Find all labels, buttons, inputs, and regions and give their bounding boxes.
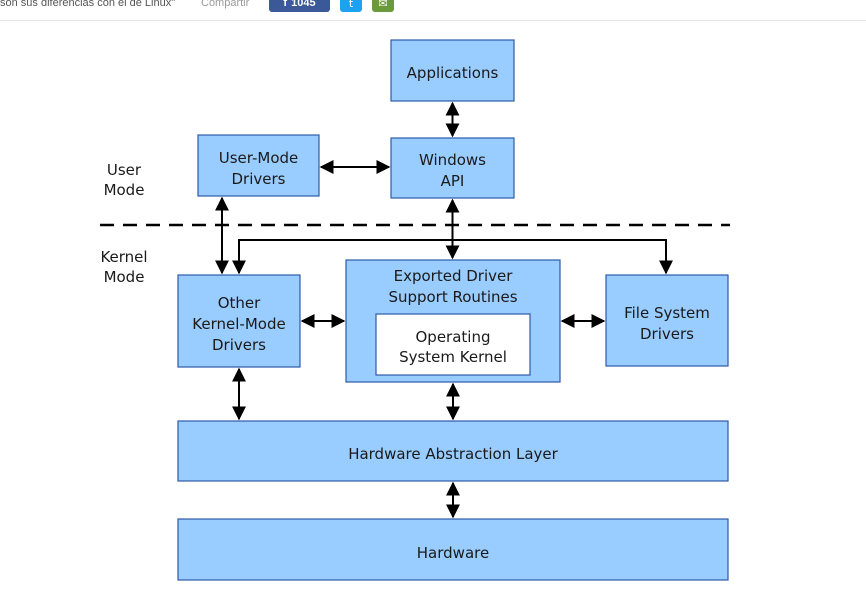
twitter-icon: t xyxy=(348,0,354,10)
applications-label: Applications xyxy=(407,64,499,82)
os-kernel-label-line1: Operating xyxy=(416,328,491,346)
applications-box: Applications xyxy=(390,39,515,102)
hardware-box: Hardware xyxy=(177,518,729,581)
exported-driver-label-line1: Exported Driver xyxy=(394,267,514,285)
windows-api-box: Windows API xyxy=(390,137,515,199)
file-system-label-line2: Drivers xyxy=(640,325,694,343)
file-system-label-line1: File System xyxy=(624,304,710,322)
windows-api-label-line1: Windows xyxy=(419,151,486,169)
hardware-label: Hardware xyxy=(417,544,489,562)
user-mode-drivers-label-line1: User-Mode xyxy=(219,149,299,167)
user-mode-drivers-label-line2: Drivers xyxy=(232,170,286,188)
other-kernel-label-line3: Drivers xyxy=(212,336,266,354)
exported-driver-support-box: Exported Driver Support Routines Operati… xyxy=(345,259,561,383)
user-mode-label-line2: Mode xyxy=(104,181,145,199)
facebook-icon: f xyxy=(283,0,288,9)
share-link[interactable]: Compartir xyxy=(201,0,250,9)
kernel-mode-label-line2: Mode xyxy=(104,268,145,286)
file-system-drivers-box: File System Drivers xyxy=(605,274,729,367)
email-share-button[interactable]: ✉ xyxy=(372,0,394,12)
other-kernel-label-line2: Kernel-Mode xyxy=(192,315,285,333)
hal-box: Hardware Abstraction Layer xyxy=(177,420,729,482)
windows-api-label-line2: API xyxy=(441,172,465,190)
article-title-snippet[interactable]: son sus diferencias con el de Linux" xyxy=(0,0,176,9)
mail-icon: ✉ xyxy=(378,0,388,10)
facebook-share-button[interactable]: f 1045 xyxy=(269,0,330,12)
exported-driver-label-line2: Support Routines xyxy=(388,288,517,306)
other-kernel-label-line1: Other xyxy=(218,294,261,312)
user-mode-label-line1: User xyxy=(107,161,142,179)
facebook-share-count: 1045 xyxy=(291,0,316,9)
user-mode-drivers-box: User-Mode Drivers xyxy=(197,134,320,197)
os-kernel-label-line2: System Kernel xyxy=(399,348,507,366)
twitter-share-button[interactable]: t xyxy=(340,0,362,12)
other-kernel-mode-drivers-box: Other Kernel-Mode Drivers xyxy=(177,274,301,368)
arrow-bus-other-kernel-file-system xyxy=(232,239,673,275)
kernel-mode-label-line1: Kernel xyxy=(100,248,147,266)
hal-label: Hardware Abstraction Layer xyxy=(348,445,558,463)
share-bar: son sus diferencias con el de Linux" Com… xyxy=(0,0,866,21)
